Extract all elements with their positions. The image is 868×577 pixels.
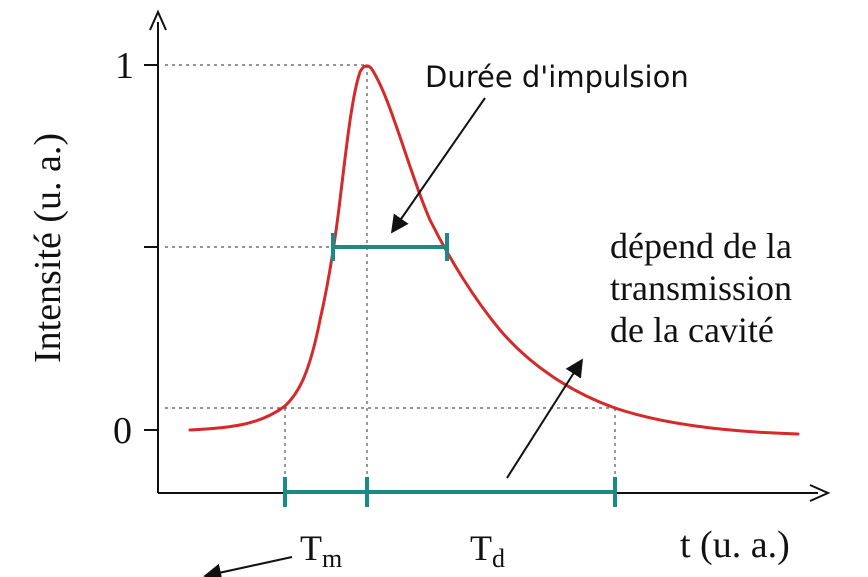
tm-label: Tm: [300, 528, 342, 573]
y-tick-label-one: 1: [115, 45, 134, 87]
cavity-note-line3: de la cavité: [610, 310, 774, 350]
pulse-duration-arrow: [390, 97, 486, 234]
y-axis-label: Intensité (u. a.): [27, 133, 69, 363]
tm-pointer-arrow: [203, 556, 293, 577]
x-axis-label: t (u. a.): [680, 524, 790, 566]
pulse-curve: [188, 64, 800, 436]
cavity-note-arrow: [506, 358, 583, 479]
td-label-main: T: [470, 528, 492, 568]
y-axis-arrowhead: [149, 9, 167, 31]
tm-label-sub: m: [322, 544, 342, 573]
cavity-note-line1: dépend de la: [610, 226, 792, 266]
y-tick-label-zero: 0: [113, 410, 132, 452]
x-axis-arrowhead: [809, 484, 831, 502]
pulse-duration-label: Durée d'impulsion: [425, 60, 689, 94]
td-label-sub: d: [492, 544, 505, 573]
tm-label-main: T: [300, 528, 322, 568]
guide-lines: [165, 64, 616, 492]
td-label: Td: [470, 528, 505, 573]
cavity-note-line2: transmission: [610, 268, 792, 308]
intervals: [283, 233, 617, 507]
